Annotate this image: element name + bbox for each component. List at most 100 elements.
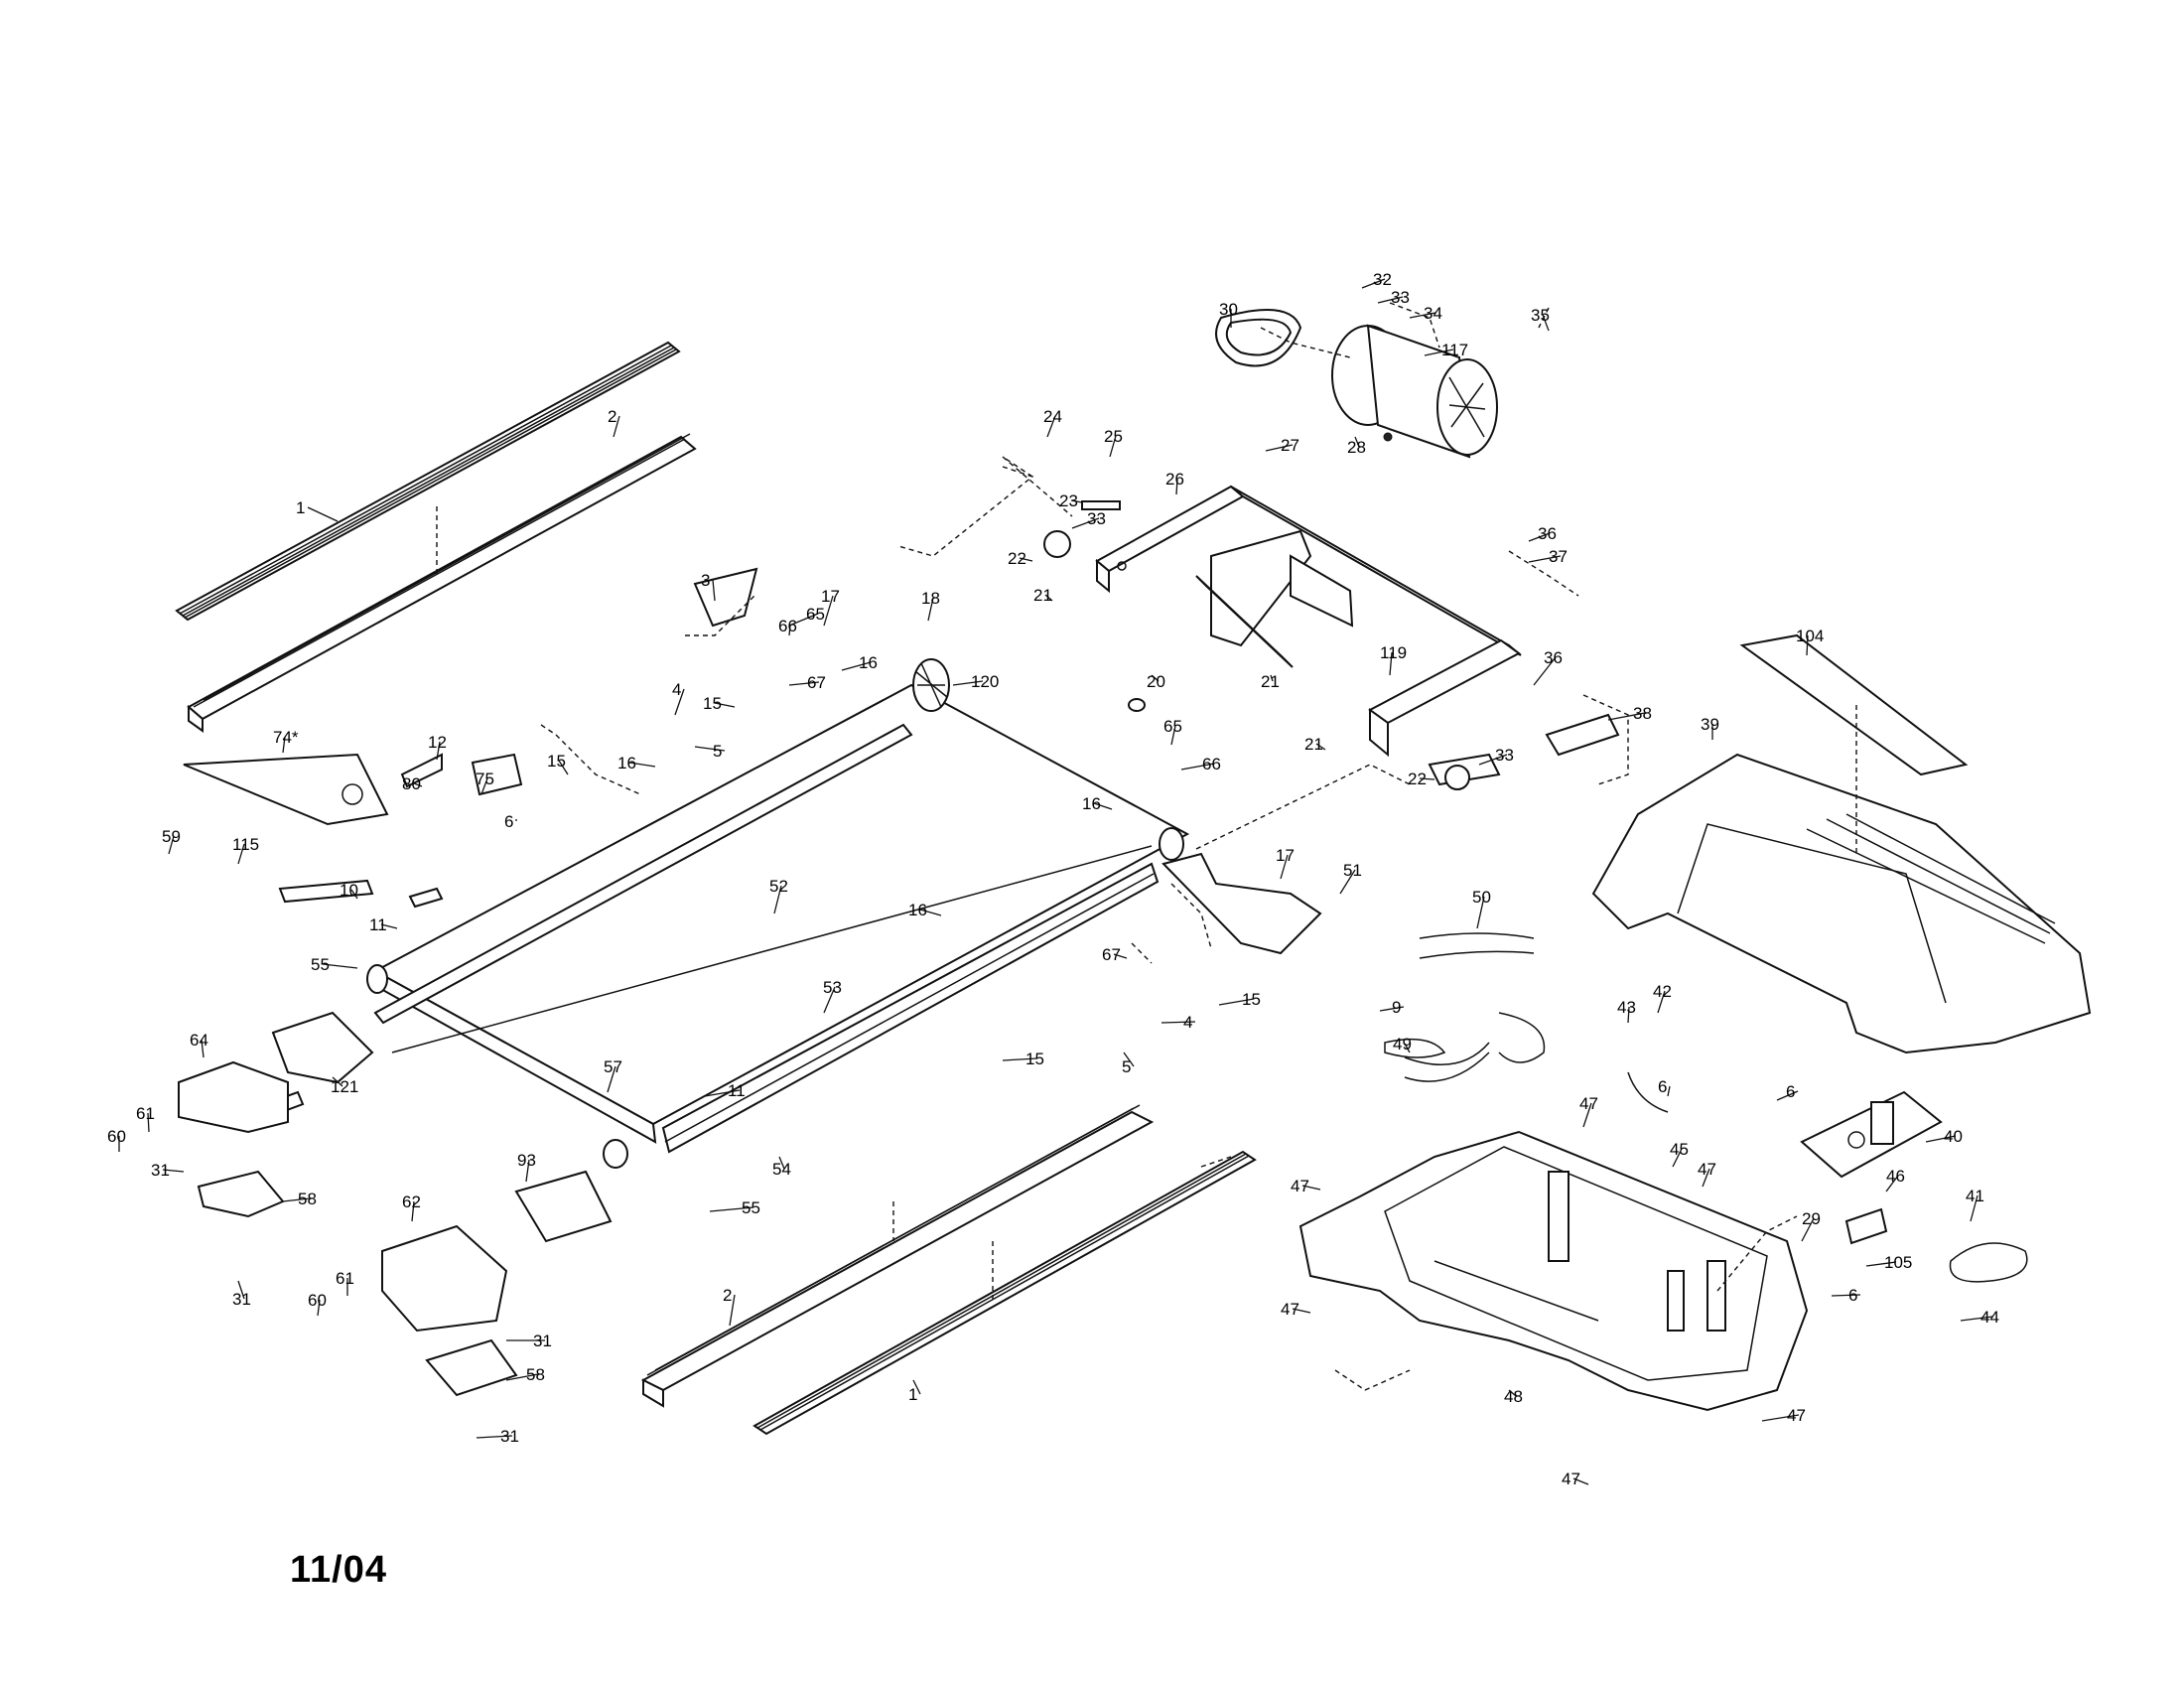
leader-line-part-9 [1379, 1006, 1405, 1012]
label-part-23: 23 [1059, 491, 1078, 510]
label-part-5b: 5 [1122, 1057, 1131, 1076]
leader-line-part-65a [788, 613, 819, 627]
label-part-104: 104 [1796, 627, 1824, 645]
leader-line-part-61a [147, 1112, 150, 1133]
label-part-4a: 4 [672, 680, 681, 699]
leader-line-part-64 [201, 1039, 205, 1058]
date-code: 11/04 [290, 1549, 387, 1591]
end-caps [178, 1011, 613, 1397]
base-tray [1298, 1130, 1809, 1412]
label-part-10: 10 [340, 881, 358, 900]
drive-motor [1331, 324, 1498, 459]
side-rail-top [175, 341, 697, 733]
label-part-35: 35 [1531, 306, 1550, 325]
label-part-117: 117 [1441, 341, 1468, 359]
leader-line-part-5b [1123, 1052, 1135, 1067]
leader-line-part-34 [1409, 312, 1436, 319]
label-part-80: 80 [402, 774, 421, 793]
label-part-55b: 55 [742, 1198, 760, 1217]
label-part-39: 39 [1701, 715, 1719, 734]
label-part-31a: 31 [151, 1161, 170, 1180]
label-part-16b: 16 [859, 653, 878, 672]
leader-line-part-59 [168, 835, 175, 855]
leader-line-part-38 [1607, 712, 1646, 721]
leader-line-part-117 [1424, 349, 1454, 356]
label-part-30: 30 [1219, 300, 1238, 319]
leader-line-part-27 [1265, 444, 1294, 452]
leader-line-part-46 [1885, 1175, 1899, 1193]
label-part-26: 26 [1165, 470, 1184, 489]
leader-line-part-22a [1019, 557, 1033, 562]
leader-line-part-49 [1404, 1043, 1411, 1053]
leader-line-part-4b [1160, 1021, 1196, 1024]
leader-line-part-47d [1292, 1308, 1311, 1314]
leader-line-part-22b [1419, 777, 1435, 780]
leader-line-part-12 [436, 741, 441, 761]
leader-line-part-54 [778, 1156, 785, 1170]
label-part-17b: 17 [1276, 846, 1295, 865]
leader-line-part-31d [476, 1435, 513, 1439]
label-part-9: 9 [1392, 998, 1401, 1017]
leader-line-part-16c [1093, 802, 1113, 810]
leader-line-part-119 [1389, 651, 1393, 676]
leader-line-part-51 [1339, 869, 1356, 895]
controller-board [1800, 1090, 1943, 1179]
label-part-6a: 6 [504, 812, 513, 831]
leader-line-part-52 [773, 885, 782, 914]
leader-line-part-57 [607, 1065, 616, 1093]
drive-belt [1215, 309, 1302, 367]
label-rail-1-bottom: 1 [908, 1385, 917, 1404]
leader-line-part-115 [237, 843, 245, 865]
label-part-17a: 17 [821, 587, 840, 606]
leader-line-part-6d [1831, 1294, 1861, 1297]
leader-line-part-23 [1070, 499, 1083, 503]
label-part-47e: 47 [1787, 1406, 1806, 1425]
label-part-33b: 33 [1087, 509, 1106, 528]
motor-hood [1591, 633, 2092, 1054]
leader-line-rail-1-bottom [912, 1379, 921, 1395]
leader-line-part-33c [1478, 754, 1508, 766]
label-part-67b: 67 [1102, 945, 1121, 964]
leader-line-part-93 [525, 1159, 530, 1183]
label-part-49: 49 [1393, 1035, 1412, 1053]
label-part-37: 37 [1549, 547, 1568, 566]
label-part-66b: 66 [1202, 755, 1221, 773]
label-part-15c: 15 [1242, 990, 1261, 1009]
label-part-42: 42 [1653, 982, 1672, 1001]
label-part-47b: 47 [1698, 1160, 1716, 1179]
leader-line-part-55b [709, 1206, 754, 1212]
leader-line-part-104 [1806, 634, 1809, 656]
label-part-11a: 11 [369, 915, 387, 934]
label-part-48: 48 [1504, 1387, 1523, 1406]
label-part-22b: 22 [1408, 770, 1427, 788]
front-roller [912, 658, 950, 712]
label-part-60b: 60 [308, 1291, 327, 1310]
label-part-65a: 65 [806, 605, 825, 624]
label-part-15b: 15 [547, 752, 566, 771]
leader-line-part-58a [282, 1197, 311, 1202]
label-part-58a: 58 [298, 1190, 317, 1208]
leader-line-part-15b [558, 760, 569, 775]
label-part-61a: 61 [136, 1104, 155, 1123]
leader-line-part-55a [322, 963, 358, 969]
leader-line-part-11b [704, 1089, 741, 1097]
leader-line-rail-1-top [307, 506, 339, 522]
leader-line-part-42 [1657, 990, 1666, 1014]
leader-line-rail-2-top [613, 415, 620, 438]
label-part-6b: 6 [1786, 1082, 1795, 1101]
leader-line-part-121 [332, 1076, 343, 1087]
label-part-33a: 33 [1391, 288, 1410, 307]
leader-line-part-31a [162, 1169, 185, 1173]
label-part-55a: 55 [311, 955, 330, 974]
leader-line-part-40 [1925, 1135, 1957, 1143]
label-rail-1-top: 1 [296, 498, 305, 517]
leader-line-part-3 [712, 579, 716, 602]
leader-line-part-15c [1218, 998, 1255, 1006]
label-part-5a: 5 [713, 742, 722, 761]
leader-line-rail-2-bottom [729, 1294, 736, 1327]
leader-line-part-11a [380, 923, 398, 929]
leader-line-part-36a [1528, 532, 1551, 542]
label-part-3: 3 [701, 571, 710, 590]
side-rail-bottom [640, 1104, 1257, 1436]
